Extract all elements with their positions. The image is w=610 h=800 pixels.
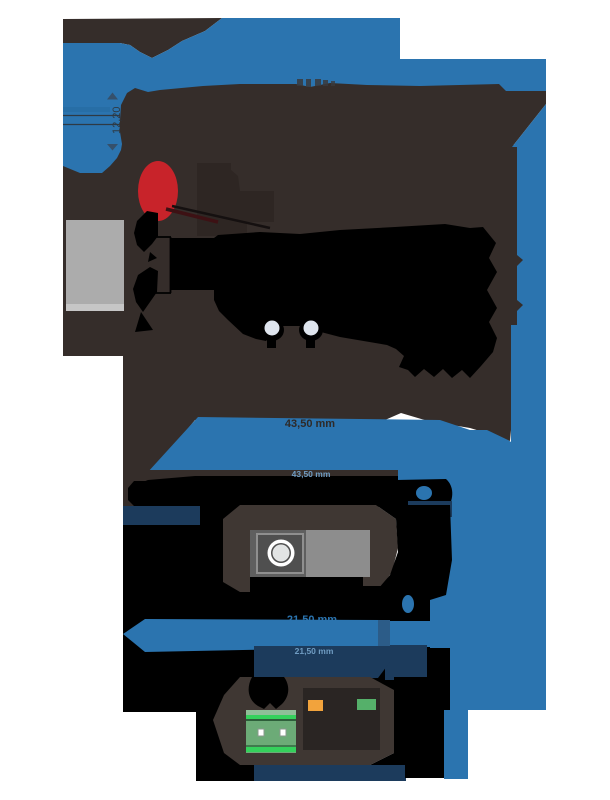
svg-text:21,50 mm: 21,50 mm bbox=[295, 646, 334, 656]
svg-text:43,50 mm: 43,50 mm bbox=[285, 418, 335, 430]
svg-text:12,20: 12,20 bbox=[111, 106, 123, 134]
svg-text:43,50 mm: 43,50 mm bbox=[292, 469, 331, 479]
